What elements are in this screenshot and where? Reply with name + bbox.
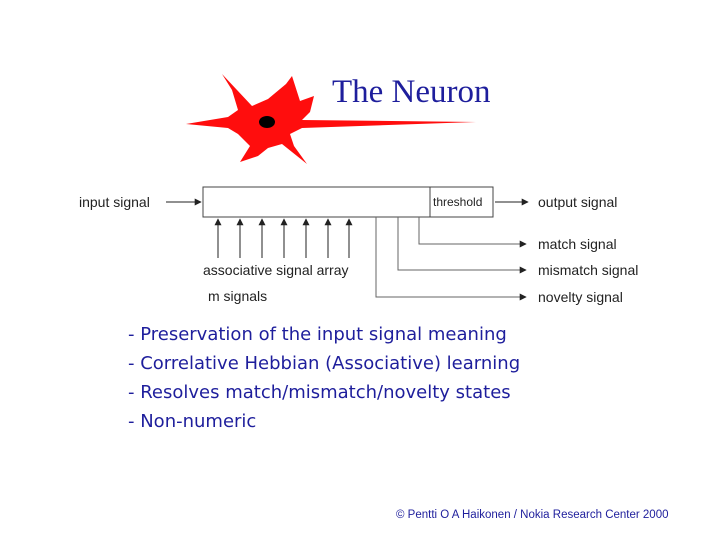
bullet-item: - Correlative Hebbian (Associative) lear… <box>128 353 521 374</box>
bullet-item: - Preservation of the input signal meani… <box>128 324 507 345</box>
threshold-label: threshold <box>433 195 483 209</box>
novelty-signal-label: novelty signal <box>538 289 623 305</box>
bullet-item: - Resolves match/mismatch/novelty states <box>128 382 511 403</box>
slide-title: The Neuron <box>332 74 491 110</box>
neuron-box <box>202 186 494 218</box>
output-signal-label: output signal <box>538 194 618 210</box>
associative-arrows <box>214 218 353 258</box>
neuron-illustration <box>186 74 476 164</box>
match-line <box>418 217 527 248</box>
mismatch-line <box>397 217 527 274</box>
nucleus <box>259 116 275 128</box>
bullet-item: - Non-numeric <box>128 411 257 432</box>
m-signals-label: m signals <box>208 288 268 304</box>
match-signal-label: match signal <box>538 236 617 252</box>
novelty-line <box>375 217 527 301</box>
copyright-footer: © Pentti O A Haikonen / Nokia Research C… <box>396 509 669 521</box>
bullet-list: - Preservation of the input signal meani… <box>128 320 520 436</box>
associative-array-label: associative signal array <box>203 262 349 278</box>
mismatch-signal-label: mismatch signal <box>538 262 639 278</box>
state-lines <box>375 217 527 301</box>
input-signal-label: input signal <box>79 194 150 210</box>
